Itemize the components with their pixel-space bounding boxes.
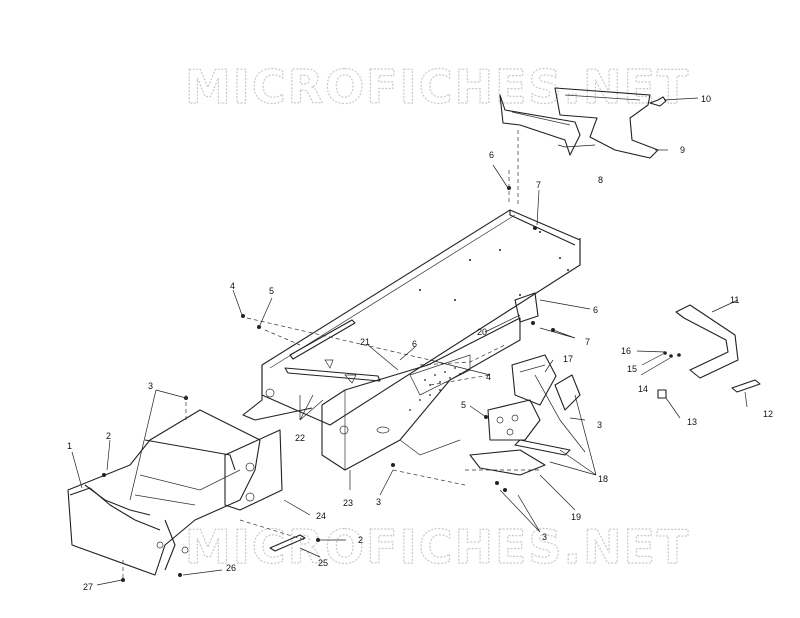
callout-17: 17 bbox=[563, 354, 573, 364]
cap-13 bbox=[657, 389, 667, 399]
tab-cluster bbox=[554, 374, 581, 411]
watermark-bottom: MICROFICHES.NET bbox=[185, 520, 690, 574]
callout-15: 15 bbox=[627, 364, 637, 374]
callout-7: 7 bbox=[536, 180, 541, 190]
callout-19: 19 bbox=[571, 512, 581, 522]
callout-23: 23 bbox=[343, 498, 353, 508]
front-frame bbox=[67, 409, 261, 576]
callout-13: 13 bbox=[687, 417, 697, 427]
callout-25: 25 bbox=[318, 558, 328, 568]
cable-10 bbox=[649, 96, 667, 107]
strip-12 bbox=[731, 379, 761, 393]
callout-12: 12 bbox=[763, 409, 773, 419]
callout-labels: 1 2 2 3 3 3 3 4 4 5 5 6 6 6 7 7 8 9 10 1… bbox=[67, 94, 773, 592]
callout-21: 21 bbox=[360, 337, 370, 347]
bracket-17 bbox=[511, 354, 557, 406]
callout-6: 6 bbox=[593, 305, 598, 315]
bracket-19 bbox=[469, 449, 546, 476]
callout-22: 22 bbox=[295, 433, 305, 443]
leader-lines bbox=[71, 97, 748, 586]
callout-3: 3 bbox=[542, 532, 547, 542]
bracket-20 bbox=[514, 292, 539, 323]
callout-10: 10 bbox=[701, 94, 711, 104]
callout-3: 3 bbox=[148, 381, 153, 391]
callout-3: 3 bbox=[597, 420, 602, 430]
callout-8: 8 bbox=[598, 175, 603, 185]
callout-27: 27 bbox=[83, 582, 93, 592]
callout-7: 7 bbox=[585, 337, 590, 347]
callout-3: 3 bbox=[376, 497, 381, 507]
assembly-lines bbox=[122, 130, 540, 578]
callout-26: 26 bbox=[226, 563, 236, 573]
callout-14: 14 bbox=[638, 384, 648, 394]
center-frame bbox=[321, 317, 521, 471]
side-plate-24 bbox=[224, 429, 283, 511]
rear-bumper-8 bbox=[499, 94, 581, 156]
callout-16: 16 bbox=[621, 346, 631, 356]
callout-2: 2 bbox=[106, 431, 111, 441]
callout-2: 2 bbox=[358, 535, 363, 545]
watermark-top: MICROFICHES.NET bbox=[185, 60, 690, 114]
callout-1: 1 bbox=[67, 441, 72, 451]
tunnel-assembly bbox=[242, 209, 581, 426]
callout-9: 9 bbox=[680, 145, 685, 155]
plate-18 bbox=[487, 399, 571, 456]
callout-5: 5 bbox=[269, 286, 274, 296]
callout-18: 18 bbox=[598, 474, 608, 484]
callout-20: 20 bbox=[477, 327, 487, 337]
callout-5: 5 bbox=[461, 400, 466, 410]
callout-24: 24 bbox=[316, 511, 326, 521]
callout-6: 6 bbox=[489, 150, 494, 160]
callout-11: 11 bbox=[730, 295, 739, 305]
callout-6: 6 bbox=[412, 339, 417, 349]
flap-9 bbox=[554, 87, 659, 159]
callout-4: 4 bbox=[486, 372, 491, 382]
bracket-25 bbox=[269, 534, 306, 552]
bar-11 bbox=[675, 304, 739, 379]
callout-4: 4 bbox=[230, 281, 235, 291]
